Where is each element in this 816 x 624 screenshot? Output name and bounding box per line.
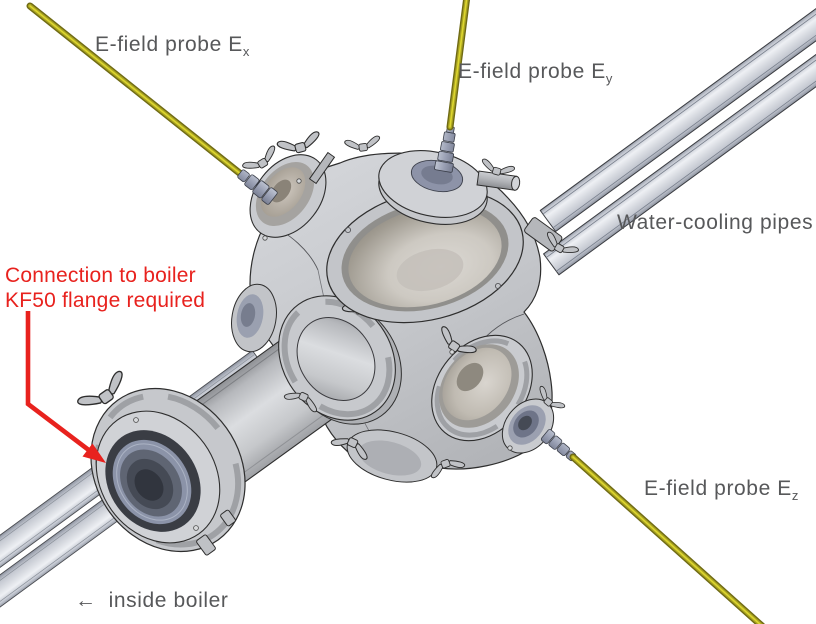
left-port-flange (231, 283, 277, 353)
label-probe-ez-text: E-field probe E (644, 477, 792, 500)
kf50-clamp-lug (196, 509, 236, 556)
label-probe-ez: E-field probe Ez (644, 477, 798, 503)
water-cooling-pipes-upper (539, 0, 816, 276)
red-annotation-arrow (25, 311, 106, 463)
right-stub-cylinder (476, 170, 521, 191)
probe-ez-rod (569, 453, 765, 624)
ex-port-flange (241, 130, 382, 241)
left-arrow-glyph: ← (75, 589, 97, 612)
label-boiler-connection-line1: Connection to boiler (5, 264, 196, 287)
ey-fitting-stack (434, 125, 456, 173)
label-inside-boiler-text: inside boiler (108, 589, 229, 612)
label-probe-ey-sub: y (605, 71, 613, 87)
top-feedthrough (378, 125, 488, 225)
label-boiler-connection: Connection to boiler KF50 flange require… (5, 263, 205, 313)
label-probe-ex-sub: x (242, 44, 250, 60)
label-probe-ez-sub: z (791, 488, 799, 504)
label-probe-ey-text: E-field probe E (458, 60, 606, 83)
probe-ex-rod (26, 2, 246, 179)
probe-ey-rod (446, 0, 471, 131)
label-water-pipes: Water-cooling pipes (617, 211, 814, 234)
bottom-port-flange (330, 429, 466, 483)
kf50-flange-assembly (75, 369, 246, 556)
ez-port-flange (431, 325, 566, 454)
ex-fitting-stack (237, 169, 278, 205)
label-probe-ey: E-field probe Ey (458, 60, 612, 86)
top-viewport-opening (326, 188, 524, 324)
boiler-pipe-junction-flange (278, 285, 402, 425)
label-probe-ex-text: E-field probe E (95, 33, 243, 56)
label-boiler-connection-line2: KF50 flange required (5, 289, 206, 312)
label-inside-boiler: ← inside boiler (75, 589, 228, 613)
label-probe-ex: E-field probe Ex (95, 33, 249, 59)
water-pipe-clamp (479, 158, 580, 261)
